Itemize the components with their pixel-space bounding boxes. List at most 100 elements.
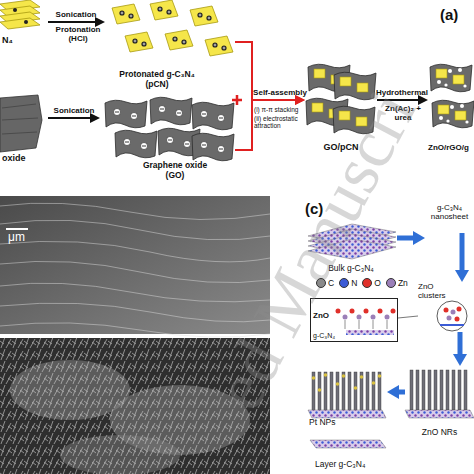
zno-nanorods — [410, 370, 413, 410]
sem-image-top — [0, 196, 270, 337]
bulk-gcn-layers — [308, 239, 396, 259]
step-note: Protonation (HCl) — [50, 25, 106, 43]
sem-image-top — [0, 196, 270, 334]
zno-rgo-composite — [432, 100, 474, 128]
go-pcn-composite — [334, 72, 376, 100]
inset-atoms — [378, 309, 383, 314]
zno-nanorods — [452, 370, 455, 410]
sem-image-top — [0, 323, 270, 337]
legend-item: Zn — [386, 278, 408, 288]
zno-nanorods — [416, 370, 419, 410]
gcn-bulk-sheets — [13, 8, 17, 12]
pt-decorated-nanorods — [312, 372, 315, 412]
scale-label: μm — [8, 231, 25, 245]
inset-atoms — [364, 309, 369, 314]
pt-decorated-nanorods — [342, 374, 346, 378]
stage-box: Protonated g-C₃N₄ (pCN) — [105, 0, 235, 92]
pt-decorated-nanorods — [318, 388, 322, 392]
graphene-oxide-sheets — [105, 100, 147, 128]
protonated-sheets — [125, 32, 153, 52]
pt-decorated-nanorods — [348, 372, 351, 412]
protonated-sheets — [150, 0, 178, 20]
zno-nanorods — [458, 370, 461, 410]
zno-rgo-composite — [430, 64, 474, 128]
arrow-label: Hydrothermal — [376, 88, 428, 97]
panel-letter: (a) — [440, 6, 458, 23]
arrow-label: Sonication — [54, 106, 95, 115]
stage-box: Bulk g-C₃N₄ — [305, 222, 397, 274]
legend-text: N — [351, 278, 357, 288]
zno-rgo-composite — [430, 64, 472, 92]
pt-decorated-nanorods — [372, 381, 376, 385]
sem-image-bottom — [0, 338, 270, 474]
zno-cluster-zoom — [440, 324, 464, 326]
protonated-sheets — [205, 36, 233, 56]
leader-connector — [398, 316, 418, 318]
node-label: Pt NPs — [309, 418, 335, 428]
go-pcn-composite — [306, 64, 376, 134]
stage-box: N₄ — [0, 0, 48, 45]
node-label: Graphene oxide (GO) — [140, 161, 210, 181]
legend-item: N — [339, 278, 357, 288]
zno-cluster-zoom — [447, 316, 452, 321]
gcn-bulk-sheets — [0, 18, 40, 29]
node-label: GO/pCN — [305, 142, 377, 152]
pt-decorated-nanorods — [354, 386, 358, 390]
legend-swatch — [339, 278, 349, 288]
legend-swatch — [316, 278, 326, 288]
process-arrow — [48, 21, 100, 23]
zno-cluster-zoom — [437, 301, 467, 331]
stage-box: ZnO NRs — [405, 366, 474, 438]
pt-decorated-nanorods — [366, 372, 369, 412]
node-label: Layer g-C₃N₄ — [315, 460, 365, 470]
protonated-sheets — [112, 4, 140, 24]
pt-decorated-nanorods — [310, 440, 386, 448]
node-label: N₄ — [2, 35, 13, 45]
process-arrow — [395, 390, 405, 395]
stage-box: ZnO/rGO/g — [428, 55, 474, 160]
inset-box: ZnOg-C₃N₄ — [310, 298, 398, 342]
sem-image-top — [0, 283, 270, 302]
protonated-sheets — [165, 30, 193, 50]
graphene-oxide-sheets — [192, 102, 234, 130]
stage-box: oxide — [0, 95, 48, 165]
zno-nanorods — [434, 370, 437, 410]
step-note: (i) π-π stacking — [254, 106, 298, 113]
zno-cluster-zoom — [444, 308, 449, 313]
node-label: Protonated g-C₃N₄ (pCN) — [111, 70, 203, 90]
legend-item: O — [362, 278, 381, 288]
protonated-sheets — [190, 6, 218, 26]
inset-atoms — [336, 309, 341, 314]
stage-box: GO/pCN — [305, 55, 377, 160]
sem-image-top — [0, 303, 270, 322]
protonated-sheets — [112, 0, 233, 56]
legend-swatch — [362, 278, 372, 288]
process-arrow — [397, 236, 417, 241]
pt-decorated-nanorods — [360, 375, 364, 379]
inset-atoms — [385, 315, 390, 320]
pt-decorated-nanorods — [342, 372, 345, 412]
pt-decorated-nanorods — [336, 372, 339, 412]
graphene-oxide-sheets — [192, 133, 234, 161]
pt-decorated-nanorods — [336, 382, 340, 386]
sem-image-top — [0, 220, 270, 240]
zno-nanorods — [405, 410, 474, 418]
go-pcn-composite — [333, 106, 375, 134]
legend: CNOZn — [316, 278, 408, 288]
pt-decorated-nanorods — [324, 372, 327, 412]
pt-decorated-nanorods — [372, 372, 375, 412]
node-label: Bulk g-C₃N₄ — [305, 264, 397, 274]
sem-image-top — [6, 228, 28, 230]
node-label: g-C₃N₄ — [313, 332, 335, 340]
sem-image-bottom — [0, 338, 270, 474]
graphene-oxide-sheets — [115, 130, 157, 158]
sem-image-top — [0, 241, 270, 262]
arrow-label: Self-assembly — [253, 88, 307, 97]
process-arrow — [377, 99, 423, 101]
graphene-oxide-bulk — [2, 104, 38, 134]
inset-atoms — [371, 315, 376, 320]
inset-atoms — [345, 320, 387, 329]
zoom-circle-box: ZnO clusters — [418, 282, 474, 332]
zno-nanorods — [405, 370, 474, 418]
